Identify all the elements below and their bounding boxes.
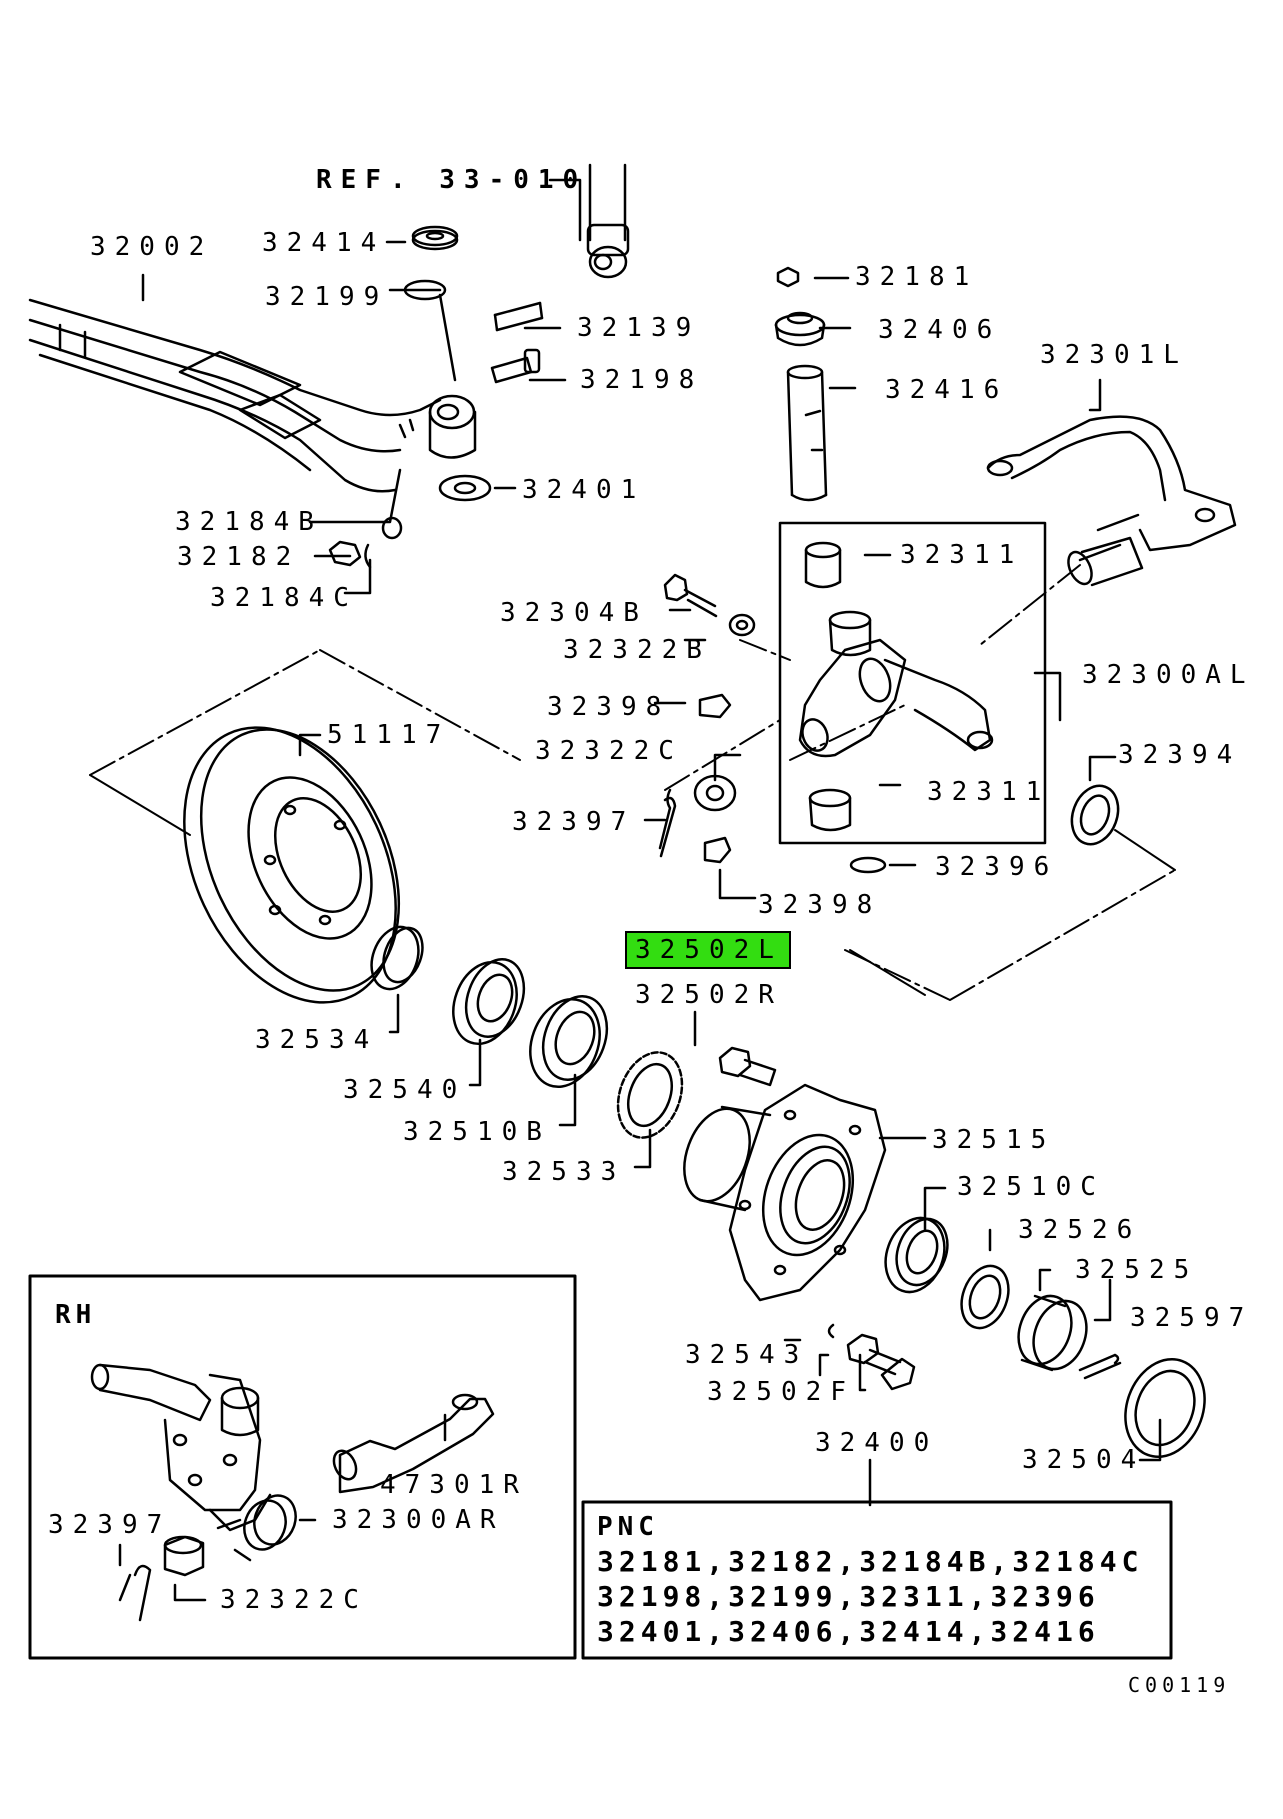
king-pin-assembly xyxy=(774,266,828,502)
part-32515[interactable]: 32515 xyxy=(932,1125,1056,1155)
part-32397[interactable]: 32397 xyxy=(512,807,636,837)
pnc-box xyxy=(581,1500,1173,1660)
frame-hardware xyxy=(328,225,544,569)
part-32597[interactable]: 32597 xyxy=(1130,1303,1254,1333)
part-32416[interactable]: 32416 xyxy=(885,375,1009,405)
part-32182[interactable]: 32182 xyxy=(177,542,301,572)
part-32311-upper[interactable]: 32311 xyxy=(900,540,1024,570)
brake-disc xyxy=(183,726,401,1004)
hub-small-parts xyxy=(827,1216,1206,1458)
steering-knuckle xyxy=(798,541,994,832)
part-32510B[interactable]: 32510B xyxy=(403,1117,551,1147)
part-32400[interactable]: 32400 xyxy=(815,1428,939,1458)
shock-absorber-ref xyxy=(586,163,630,279)
part-32311-lower[interactable]: 32311 xyxy=(927,777,1051,807)
part-32502F[interactable]: 32502F xyxy=(707,1377,855,1407)
part-32504[interactable]: 32504 xyxy=(1022,1445,1146,1475)
part-32304B[interactable]: 32304B xyxy=(500,598,648,628)
part-32322B[interactable]: 32322B xyxy=(563,635,711,665)
part-32502L-selected[interactable]: 32502L xyxy=(625,931,791,969)
part-32526[interactable]: 32526 xyxy=(1018,1215,1142,1245)
hub-bearings xyxy=(370,925,684,1139)
diagram-code: C00119 xyxy=(1128,1673,1231,1697)
rh-title: RH xyxy=(55,1300,97,1330)
part-32525[interactable]: 32525 xyxy=(1075,1255,1199,1285)
part-51117[interactable]: 51117 xyxy=(327,720,451,750)
knuckle-group-box xyxy=(778,521,1047,845)
rh-part-47301R[interactable]: 47301R xyxy=(380,1470,528,1500)
part-32300AL[interactable]: 32300AL xyxy=(1082,660,1255,690)
part-32414[interactable]: 32414 xyxy=(262,228,386,258)
leader-lines xyxy=(118,178,1162,1602)
rh-knuckle-assembly xyxy=(90,1363,495,1622)
part-32322C[interactable]: 32322C xyxy=(535,736,683,766)
knuckle-arm-left xyxy=(986,415,1237,587)
part-32533[interactable]: 32533 xyxy=(502,1157,626,1187)
part-32406[interactable]: 32406 xyxy=(878,315,1002,345)
part-32401[interactable]: 32401 xyxy=(522,475,646,505)
rh-part-32397[interactable]: 32397 xyxy=(48,1510,172,1540)
rh-part-32322C[interactable]: 32322C xyxy=(220,1585,368,1615)
ref-label[interactable]: REF. 33-010 xyxy=(316,165,588,195)
part-32398-lower[interactable]: 32398 xyxy=(758,890,882,920)
hub-bolt xyxy=(718,1046,777,1087)
pnc-line-3: 32401,32406,32414,32416 xyxy=(597,1615,1100,1648)
part-32398-upper[interactable]: 32398 xyxy=(547,692,671,722)
part-32184B[interactable]: 32184B xyxy=(175,507,323,537)
part-32510C[interactable]: 32510C xyxy=(957,1172,1105,1202)
part-32502R[interactable]: 32502R xyxy=(635,980,783,1010)
rh-box xyxy=(28,1274,577,1660)
part-32394[interactable]: 32394 xyxy=(1118,740,1242,770)
part-32540[interactable]: 32540 xyxy=(343,1075,467,1105)
pnc-title: PNC xyxy=(597,1512,659,1542)
part-32301L[interactable]: 32301L xyxy=(1040,340,1188,370)
front-hub xyxy=(683,1083,887,1302)
part-32181[interactable]: 32181 xyxy=(855,262,979,292)
part-32199[interactable]: 32199 xyxy=(265,282,389,312)
part-32543[interactable]: 32543 xyxy=(685,1340,809,1370)
frame-crossmember xyxy=(28,298,442,493)
part-32198[interactable]: 32198 xyxy=(580,365,704,395)
pnc-line-2: 32198,32199,32311,32396 xyxy=(597,1580,1100,1613)
part-32184C[interactable]: 32184C xyxy=(210,583,358,613)
knuckle-hardware xyxy=(658,573,1120,874)
part-32139[interactable]: 32139 xyxy=(577,313,701,343)
part-32002[interactable]: 32002 xyxy=(90,232,214,262)
pnc-line-1: 32181,32182,32184B,32184C xyxy=(597,1545,1144,1578)
part-32396[interactable]: 32396 xyxy=(935,852,1059,882)
part-32534[interactable]: 32534 xyxy=(255,1025,379,1055)
rh-part-32300AR[interactable]: 32300AR xyxy=(332,1505,505,1535)
